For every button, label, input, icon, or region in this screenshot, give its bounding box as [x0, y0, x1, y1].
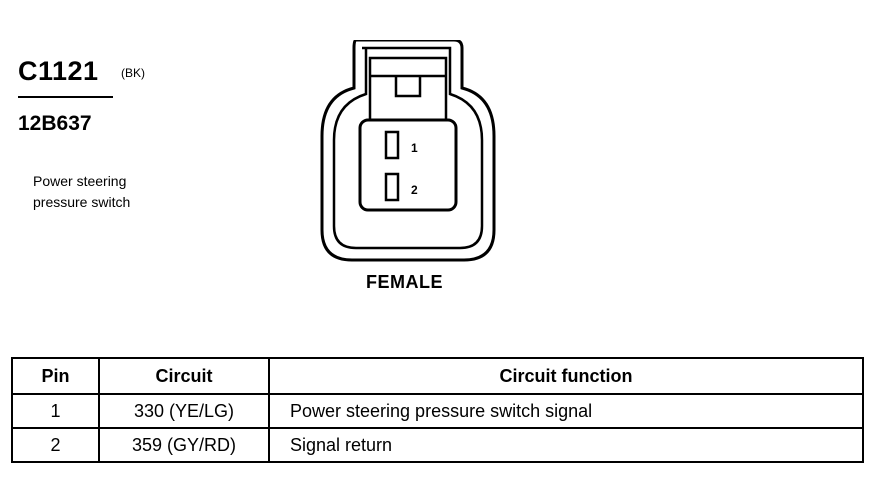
cell-circuit: 359 (GY/RD)	[98, 427, 270, 463]
connector-outer-shell	[320, 38, 496, 262]
table-row: 2 359 (GY/RD) Signal return	[11, 427, 864, 463]
header-pin: Pin	[11, 357, 100, 395]
connector-id: C1121	[18, 56, 99, 86]
table-header-row: Pin Circuit Circuit function	[11, 357, 864, 395]
pinout-table: Pin Circuit Circuit function 1 330 (YE/L…	[11, 357, 864, 463]
connector-inner-shell	[332, 46, 484, 250]
connector-id-underline	[18, 96, 113, 98]
connector-diagram: 1 2	[318, 38, 498, 267]
header-circuit: Circuit	[98, 357, 270, 395]
connector-color-code: (BK)	[121, 66, 145, 80]
pin-1-label: 1	[411, 141, 418, 155]
table-row: 1 330 (YE/LG) Power steering pressure sw…	[11, 393, 864, 429]
pin-2-label: 2	[411, 183, 418, 197]
component-description: Power steering pressure switch	[33, 171, 193, 213]
cell-circuit: 330 (YE/LG)	[98, 393, 270, 429]
cell-pin: 2	[11, 427, 100, 463]
pin-1-slot	[384, 130, 400, 160]
part-number: 12B637	[18, 112, 92, 135]
connector-latch-notch	[370, 74, 446, 98]
description-line-2: pressure switch	[33, 194, 131, 210]
pin-2-slot	[384, 172, 400, 202]
terminal-cavity	[358, 118, 458, 212]
cell-pin: 1	[11, 393, 100, 429]
cell-circuit-function: Signal return	[268, 427, 864, 463]
connector-gender: FEMALE	[366, 272, 443, 292]
cell-circuit-function: Power steering pressure switch signal	[268, 393, 864, 429]
connector-latch	[368, 56, 448, 122]
description-line-1: Power steering	[33, 173, 127, 189]
header-circuit-function: Circuit function	[268, 357, 864, 395]
